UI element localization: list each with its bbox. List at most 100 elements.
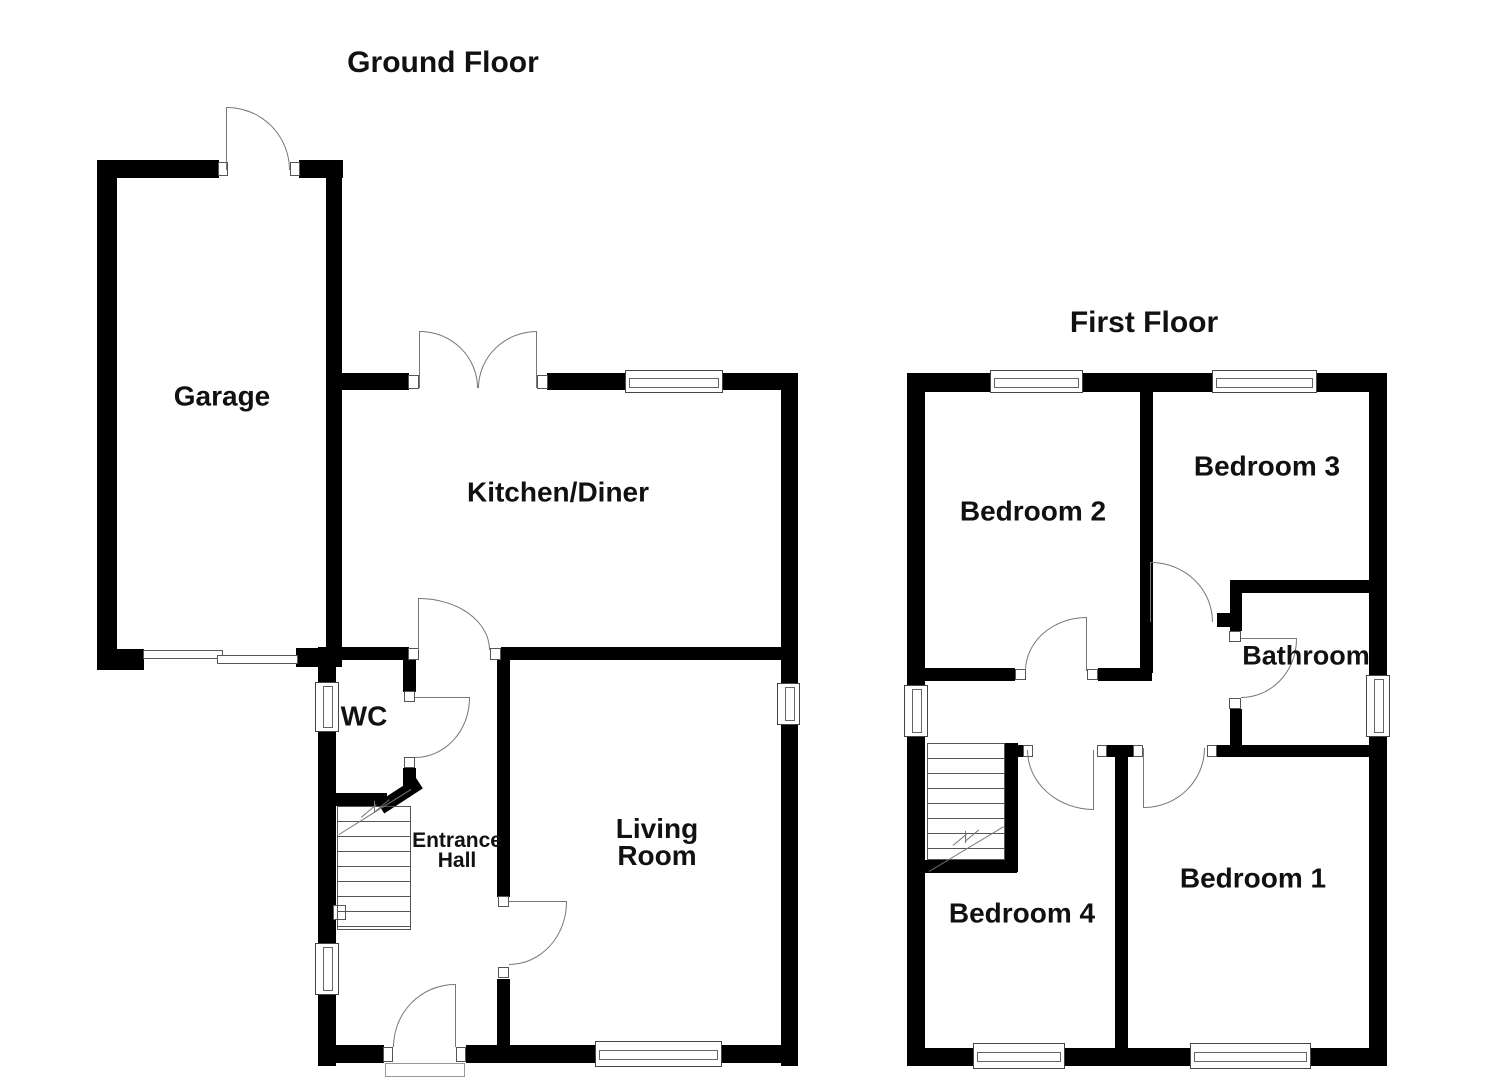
bedroom3-door-arc: [1151, 562, 1213, 622]
bedroom2-door-arc: [1025, 617, 1087, 671]
hall-kitchen-door-leaf: [418, 598, 419, 650]
entrance-hall-line1: Entrance: [412, 829, 502, 852]
living-room-line2: Room: [617, 840, 697, 871]
front-door-leaf: [455, 984, 456, 1047]
bed2-bottom-wall-right: [1098, 668, 1152, 681]
garage-bottom-wall-left: [97, 649, 144, 670]
bedroom4-window: [973, 1043, 1065, 1069]
garage-top-wall-left: [97, 160, 219, 178]
ff-stair-right-wall: [1005, 743, 1018, 872]
ground-bottom-wall-left: [318, 1045, 384, 1063]
wc-door-arc: [415, 698, 470, 758]
living-room-door-leaf: [509, 901, 567, 902]
bathroom-door-leaf: [1241, 638, 1297, 639]
hall-living-wall-top: [497, 660, 510, 897]
bathroom-left-wall-bottom: [1230, 709, 1242, 745]
door-jamb: [537, 375, 548, 389]
stair-arrow-mark: [965, 831, 966, 843]
room-label-bedroom4: Bedroom 4: [948, 897, 1096, 929]
bathroom-window: [1366, 675, 1390, 737]
kitchen-window: [625, 370, 723, 393]
door-jamb: [1087, 669, 1098, 680]
bathroom-top-wall: [1230, 580, 1369, 593]
garage-left-wall: [97, 160, 117, 667]
kitchen-top-wall-right: [723, 373, 798, 390]
ground-floor-title: Ground Floor: [347, 46, 539, 79]
kitchen-french-door-right-arc: [478, 331, 537, 388]
ground-staircase: [337, 806, 411, 930]
hall-window: [315, 943, 339, 995]
living-room-front-window: [595, 1041, 722, 1067]
door-jamb: [1229, 631, 1241, 642]
garage-kitchen-wall: [326, 160, 342, 662]
bed3-door-stub-wall: [1217, 613, 1230, 627]
kitchen-top-wall-mid: [547, 373, 625, 390]
kitchen-french-door-left-leaf: [419, 331, 420, 388]
front-porch-step: [385, 1063, 465, 1077]
room-label-bedroom1: Bedroom 1: [1179, 862, 1327, 894]
hall-kitchen-door-arc: [419, 598, 490, 650]
wc-window: [315, 682, 339, 732]
room-label-entrance-hall: Entrance Hall: [412, 829, 502, 872]
wc-right-wall-top: [403, 660, 416, 692]
room-label-garage: Garage: [173, 380, 271, 412]
kitchen-french-door-right-leaf: [536, 331, 537, 388]
hall-top-wall: [336, 647, 409, 660]
bedroom2-window: [990, 370, 1083, 393]
room-label-bedroom2: Bedroom 2: [959, 495, 1107, 527]
bedroom1-door-arc: [1144, 748, 1205, 808]
garage-rear-door-arc: [227, 107, 290, 170]
wc-bottom-wall: [318, 793, 387, 806]
door-jamb: [1229, 698, 1241, 709]
bedroom1-door-leaf: [1143, 748, 1144, 808]
hall-living-wall-bottom: [497, 979, 510, 1045]
door-jamb: [456, 1047, 466, 1062]
room-label-bedroom3: Bedroom 3: [1193, 450, 1341, 482]
bed2-bottom-wall-left: [925, 668, 1015, 681]
wc-door-leaf: [415, 697, 470, 698]
room-label-bathroom: Bathroom: [1242, 640, 1370, 671]
bedroom1-window: [1190, 1043, 1311, 1069]
landing-south-wall-c: [1217, 745, 1369, 757]
entrance-hall-line2: Hall: [437, 849, 477, 872]
living-top-wall: [501, 647, 781, 660]
door-jamb: [1207, 745, 1217, 757]
door-jamb: [498, 896, 509, 907]
door-jamb: [1015, 669, 1026, 680]
front-door-arc: [393, 984, 455, 1047]
bedroom4-door-leaf: [1093, 750, 1094, 810]
door-jamb: [404, 757, 415, 768]
kitchen-french-door-left-arc: [420, 331, 478, 388]
door-jamb: [408, 648, 419, 660]
bedroom3-window: [1212, 370, 1317, 393]
door-jamb: [383, 1047, 393, 1062]
door-jamb: [408, 375, 419, 389]
first-floor-staircase: [927, 743, 1005, 860]
door-jamb: [404, 691, 415, 702]
bedroom4-door-arc: [1027, 750, 1094, 810]
living-room-side-window: [777, 683, 800, 725]
room-label-wc: WC: [340, 700, 388, 732]
bathroom-left-wall-top: [1230, 593, 1242, 631]
door-jamb: [498, 967, 509, 978]
bed4-bed1-divider-wall: [1115, 752, 1128, 1048]
door-jamb: [290, 162, 300, 176]
kitchen-top-wall-left: [326, 373, 409, 390]
living-room-line1: Living: [615, 813, 699, 844]
door-jamb: [1097, 745, 1107, 757]
landing-window: [904, 685, 928, 737]
garage-rear-door-leaf: [226, 107, 227, 170]
room-label-living-room: Living Room: [615, 813, 699, 871]
bedroom2-door-leaf: [1086, 617, 1087, 671]
stair-arrow-mark: [374, 801, 375, 813]
bed2-bed3-divider-wall: [1140, 392, 1153, 673]
garage-door-panel-1: [143, 650, 223, 659]
ff-stair-bottom-wall: [925, 860, 1017, 873]
bedroom3-door-leaf: [1150, 562, 1151, 622]
room-label-kitchen-diner: Kitchen/Diner: [466, 476, 650, 508]
door-jamb: [1133, 745, 1143, 757]
living-room-door-arc: [509, 902, 567, 965]
first-floor-title: First Floor: [1069, 306, 1219, 339]
door-jamb: [490, 648, 501, 660]
